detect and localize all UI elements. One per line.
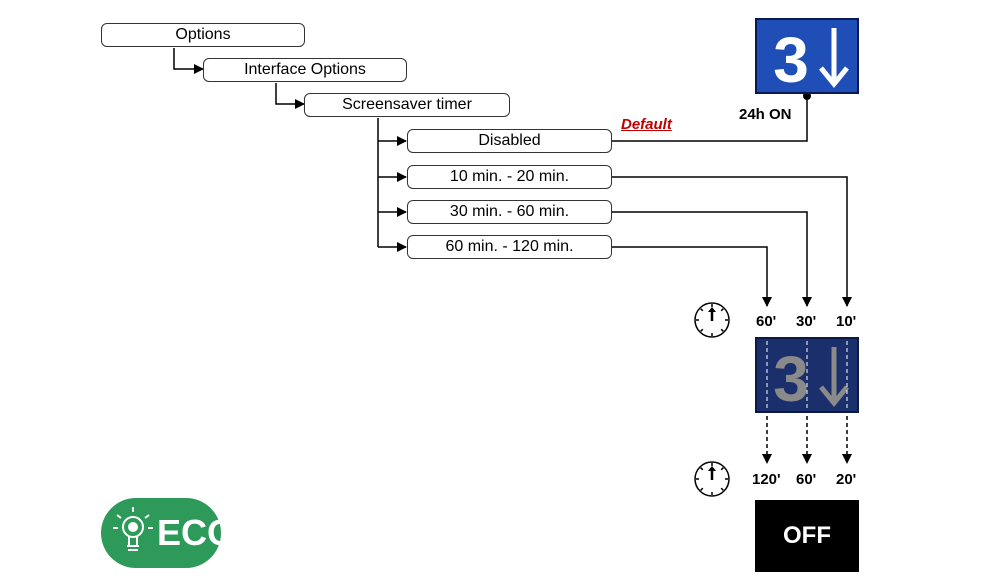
clock-icon <box>694 302 730 338</box>
clock-icon <box>694 461 730 497</box>
options-node: Options <box>101 23 305 47</box>
display-panel-off: OFF <box>755 500 859 572</box>
down-arrow-icon <box>819 347 849 407</box>
eco-badge: ECO <box>101 498 235 568</box>
option-60-120-node: 60 min. - 120 min. <box>407 235 612 259</box>
down-arrow-icon <box>819 28 849 88</box>
option-30-60-node: 30 min. - 60 min. <box>407 200 612 224</box>
floor-display-graphic: 3 <box>773 24 849 92</box>
always-on-label: 24h ON <box>739 106 792 123</box>
timer-off-20: 20' <box>836 471 857 488</box>
timer-dim-30: 30' <box>796 313 817 330</box>
disabled-option-node: Disabled <box>407 129 612 153</box>
timer-dim-10: 10' <box>836 313 857 330</box>
lightbulb-icon <box>113 507 153 551</box>
interface-options-node: Interface Options <box>203 58 407 82</box>
floor-number: 3 <box>773 24 809 92</box>
screensaver-timer-node: Screensaver timer <box>304 93 510 117</box>
timer-off-60: 60' <box>796 471 817 488</box>
eco-label: ECO <box>157 512 236 553</box>
dimmed-floor-number: 3 <box>773 343 809 411</box>
timer-off-120: 120' <box>752 471 781 488</box>
default-label: Default <box>621 116 672 133</box>
display-panel-dimmed: 3 <box>755 337 859 413</box>
display-panel-on: 3 <box>755 18 859 94</box>
timer-dim-60: 60' <box>756 313 777 330</box>
option-10-20-node: 10 min. - 20 min. <box>407 165 612 189</box>
dimmed-floor-graphic: 3 <box>766 341 849 411</box>
